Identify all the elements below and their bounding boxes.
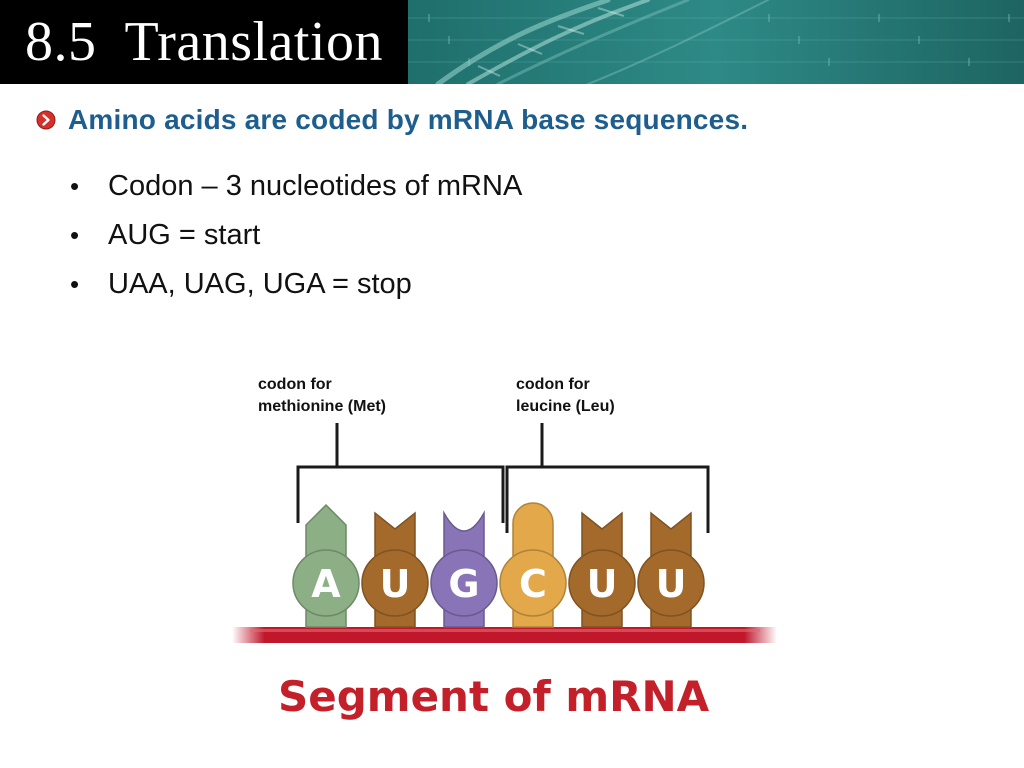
nucleotide-a: A bbox=[292, 503, 360, 628]
nucleotide-letter: A bbox=[311, 562, 341, 606]
bullet-dot: • bbox=[70, 269, 80, 299]
mrna-diagram: codon for methionine (Met) codon for leu… bbox=[232, 376, 777, 721]
codon-bracket-met bbox=[296, 465, 505, 523]
codon-label-leu-line1: codon for bbox=[516, 376, 590, 393]
bullet-text: Codon – 3 nucleotides of mRNA bbox=[108, 170, 523, 202]
arrow-circle-icon bbox=[36, 110, 56, 130]
codon-label-met-line2: methionine (Met) bbox=[258, 398, 386, 415]
codon-bracket-leu bbox=[505, 465, 710, 533]
slide-title: 8.5 Translation bbox=[24, 11, 384, 73]
nucleotide-base bbox=[430, 549, 498, 617]
nucleotide-base bbox=[568, 549, 636, 617]
bullet-list: • Codon – 3 nucleotides of mRNA • AUG = st… bbox=[70, 162, 522, 309]
nucleotide-u: U bbox=[361, 511, 429, 628]
nucleotide-g: G bbox=[430, 510, 498, 628]
nucleotide-base bbox=[361, 549, 429, 617]
nucleotide-u: U bbox=[637, 511, 705, 628]
bullet-text: UAA, UAG, UGA = stop bbox=[108, 268, 412, 300]
headline-text: Amino acids are coded by mRNA base seque… bbox=[68, 104, 749, 135]
bullet-item: • UAA, UAG, UGA = stop bbox=[70, 260, 522, 309]
bullet-item: • Codon – 3 nucleotides of mRNA bbox=[70, 162, 522, 211]
figure-caption: Segment of mRNA bbox=[278, 672, 710, 721]
nucleotide-base bbox=[292, 549, 360, 617]
nucleotide-letter: G bbox=[448, 562, 479, 606]
headline: Amino acids are coded by mRNA base seque… bbox=[36, 100, 748, 140]
dna-helix-image bbox=[408, 0, 1024, 84]
title-box: 8.5 Translation bbox=[0, 0, 408, 84]
bullet-item: • AUG = start bbox=[70, 211, 522, 260]
mrna-backbone-highlight bbox=[250, 629, 760, 632]
header-band: 8.5 Translation bbox=[0, 0, 1024, 84]
bullet-dot: • bbox=[70, 220, 80, 250]
nucleotide-c: C bbox=[499, 502, 567, 628]
nucleotide-letter: U bbox=[587, 562, 618, 606]
nucleotide-letter: U bbox=[380, 562, 411, 606]
codon-brackets bbox=[296, 423, 710, 533]
nucleotide-base bbox=[499, 549, 567, 617]
codon-label-met-line1: codon for bbox=[258, 376, 332, 393]
nucleotide-base bbox=[637, 549, 705, 617]
bullet-text: AUG = start bbox=[108, 219, 261, 251]
nucleotide-letter: C bbox=[519, 562, 547, 606]
codon-label-leu-line2: leucine (Leu) bbox=[516, 398, 615, 415]
nucleotide-u: U bbox=[568, 511, 636, 628]
nucleotide-letter: U bbox=[656, 562, 687, 606]
bullet-dot: • bbox=[70, 171, 80, 201]
